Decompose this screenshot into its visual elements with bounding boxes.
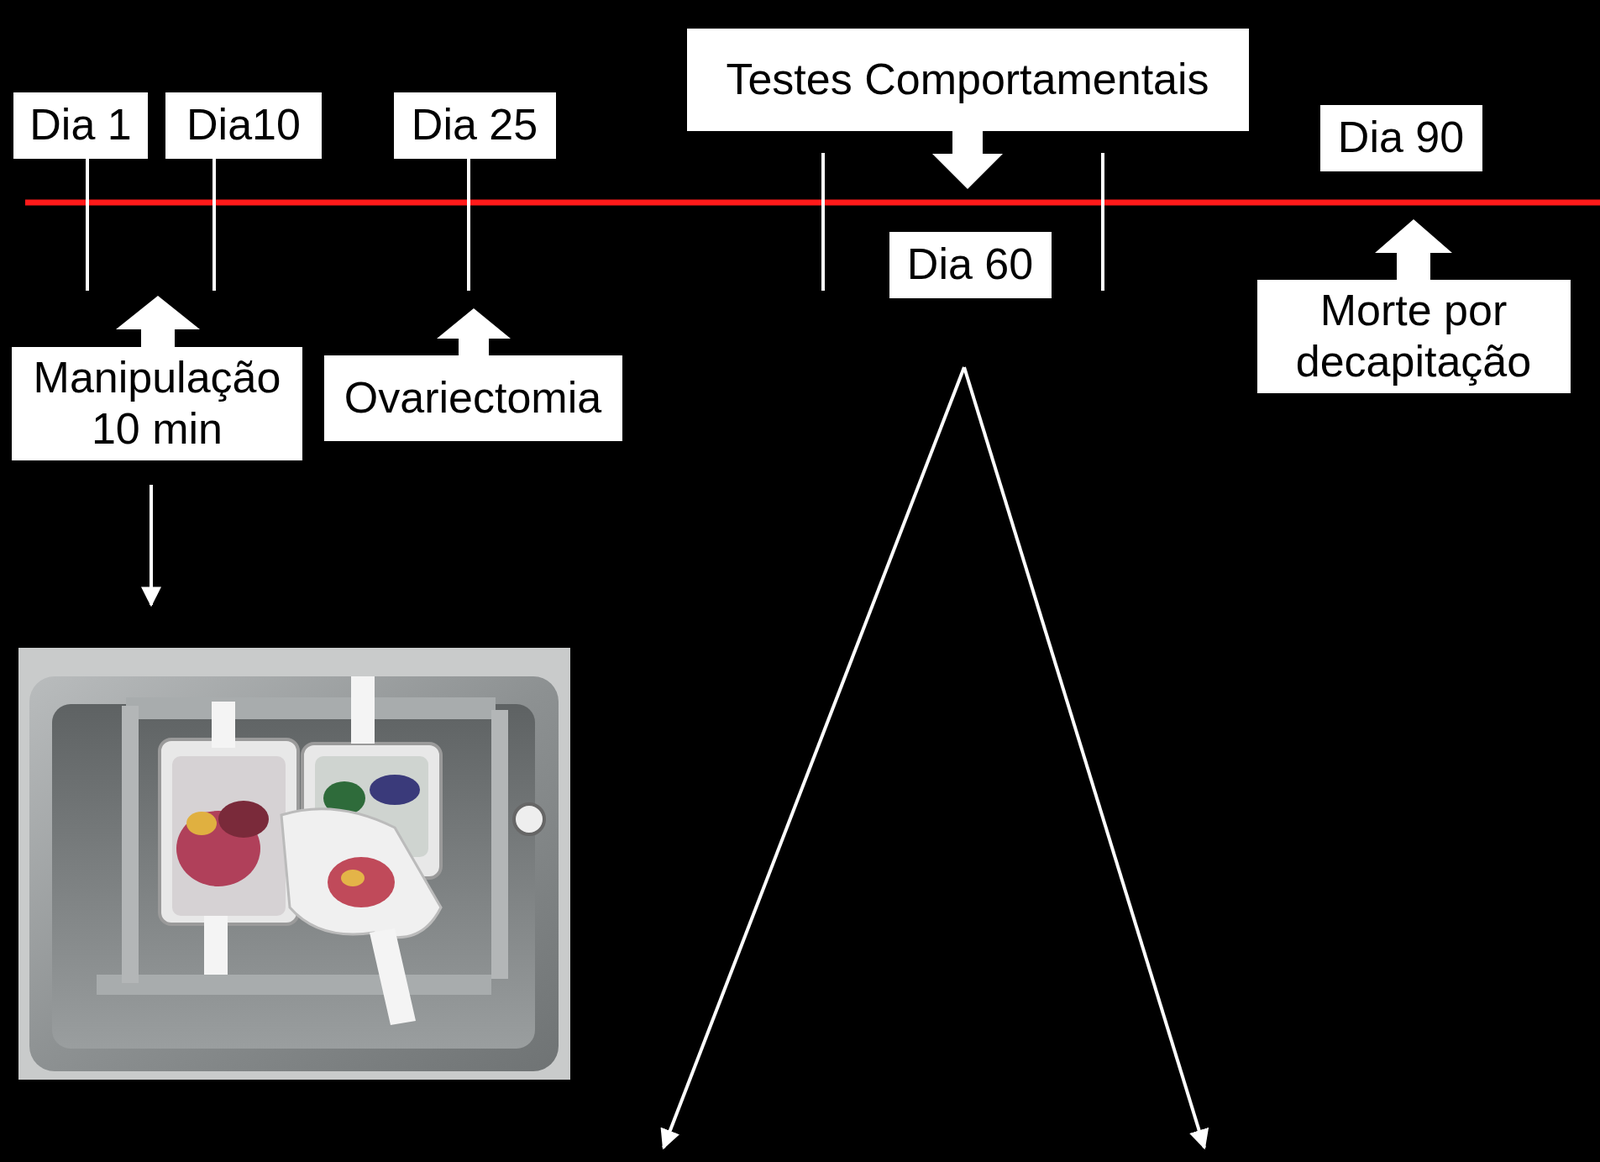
block-arrows [115, 130, 1453, 357]
procedure-box: Morte por decapitação [1257, 279, 1571, 394]
tick-marks [87, 152, 1103, 291]
day-box: Dia 60 [889, 231, 1052, 299]
day-box: Dia 90 [1320, 104, 1483, 172]
procedure-box: Manipulação 10 min [11, 346, 303, 461]
box-label: Dia 60 [907, 238, 1034, 290]
pointer-arrow [149, 484, 153, 605]
box-label: Dia 25 [411, 99, 538, 151]
photo-illustration [18, 647, 571, 1080]
box-label: Dia10 [186, 99, 301, 151]
diverging-arrow [964, 367, 1205, 1148]
day-box: Dia 25 [393, 92, 557, 159]
phase-box: Testes Comportamentais [687, 28, 1249, 132]
box-label: Ovariectomia [344, 372, 602, 424]
box-label: Dia 1 [29, 99, 132, 151]
box-label: Dia 90 [1337, 111, 1464, 163]
day-box: Dia10 [165, 92, 322, 159]
box-label: Testes Comportamentais [725, 53, 1209, 105]
day-box: Dia 1 [13, 92, 148, 159]
timeline [25, 199, 1600, 206]
diverging-arrow [663, 367, 965, 1148]
box-label: Manipulação 10 min [23, 351, 291, 456]
box-label: Morte por decapitação [1269, 284, 1559, 389]
procedure-box: Ovariectomia [324, 355, 623, 441]
